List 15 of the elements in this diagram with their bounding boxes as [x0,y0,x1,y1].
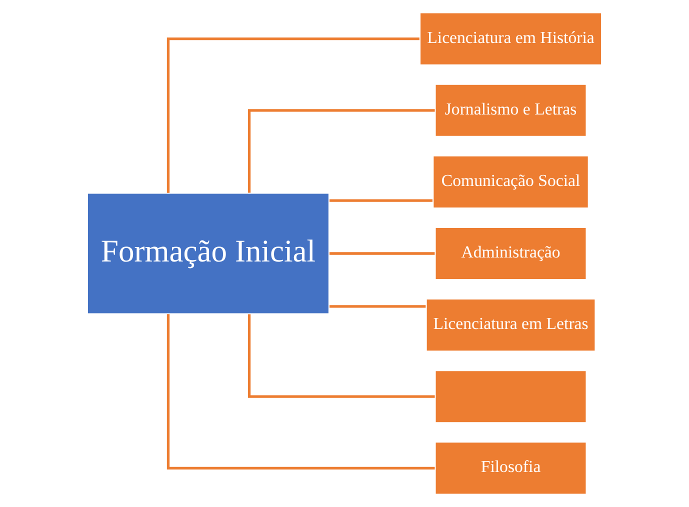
node-box: Comunicação Social [432,154,590,210]
node-box: Filosofia [434,441,588,496]
node-box: Formação Inicial [86,192,330,315]
node-box: Licenciatura em Letras [425,298,596,352]
connector [248,109,435,193]
node-box: Administração [434,226,588,281]
connector [166,314,435,470]
connector [330,199,432,202]
connector [248,314,435,398]
node-box: Licenciatura em História [418,12,603,66]
node-box: Jornalismo e Letras [434,83,588,138]
connector [166,38,420,193]
connector [330,252,435,255]
node-box [434,370,588,424]
connector [330,305,426,308]
